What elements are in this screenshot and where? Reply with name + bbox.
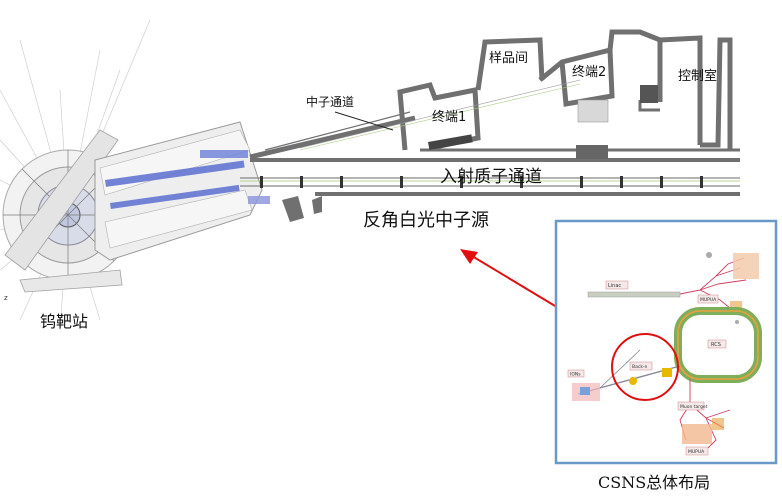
inset-muon-target-label: Muon target [680,404,708,410]
tungsten-target-label: 钨靶站 [40,312,88,331]
back-n-buildings [249,29,740,160]
inset-ion-label: IONs [570,372,581,378]
axis-marker: z [4,294,8,302]
csns-overview-inset: Linac MUPUA RCS IONs Back-n [554,219,778,465]
inset-highlight-circle [611,333,679,401]
proton-channel: 入射质子通道 [240,158,740,222]
endstation-1-shield [427,134,473,150]
endstation-1-label: 终端1 [432,109,466,125]
endstation-2-shield [577,99,609,123]
back-n-source-label: 反角白光中子源 [363,210,489,231]
neutron-channel-label: 中子通道 [306,94,354,109]
sample-room-label: 样品间 [489,51,528,66]
inset-mupua-label-2: MUPUA [688,449,705,455]
inset-back-n-label: Back-n [632,364,648,370]
endstation-2-label: 终端2 [572,64,606,80]
proton-channel-ticks [260,176,703,188]
inset-linac-label: Linac [608,283,621,289]
inset-mupua-label-1: MUPUA [700,297,717,303]
shielding-tube [94,121,270,261]
neutron-channel-leader [334,111,394,131]
csns-layout-caption: CSNS总体布局 [598,473,710,492]
beam-segment [105,160,245,187]
control-room-label: 控制室 [678,68,717,84]
beam-segment [109,184,240,209]
proton-channel-label: 入射质子通道 [440,167,542,187]
inset-rcs-label: RCS [711,342,721,348]
